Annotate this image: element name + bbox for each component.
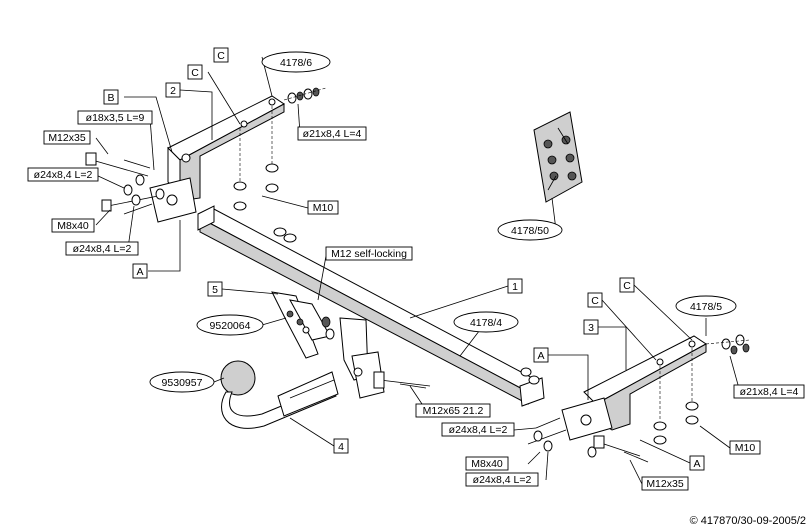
spec-washer-24-right: ø24x8,4 L=2: [465, 472, 539, 487]
socket-bracket-part-5: [271, 291, 331, 359]
right-bracket-part-3: [561, 335, 707, 441]
svg-text:ø24x8,4 L=2: ø24x8,4 L=2: [34, 169, 93, 181]
svg-text:ø24x8,4 L=2: ø24x8,4 L=2: [73, 243, 132, 255]
ref-label-4178-6: 4178/6: [261, 51, 331, 73]
svg-text:C: C: [191, 67, 199, 79]
svg-text:9530957: 9530957: [162, 377, 203, 389]
svg-text:C: C: [591, 295, 599, 307]
bolts-right: [527, 417, 649, 463]
svg-text:C: C: [623, 280, 631, 292]
letter-c-right: C: [587, 292, 603, 308]
bolts-center: [373, 371, 431, 389]
svg-text:3: 3: [588, 322, 594, 334]
spec-washer-24-left-bottom: ø24x8,4 L=2: [65, 241, 139, 256]
svg-text:M12x35: M12x35: [646, 478, 684, 490]
svg-text:4: 4: [338, 441, 344, 453]
left-bracket-part-2: [149, 95, 285, 223]
ref-label-9520064: 9520064: [196, 314, 264, 336]
letter-a-right: A: [689, 455, 705, 471]
svg-text:4178/6: 4178/6: [280, 57, 312, 69]
svg-text:ø21x8,4 L=4: ø21x8,4 L=4: [303, 128, 362, 140]
spec-nut-m10-left: M10: [307, 200, 339, 215]
svg-text:ø24x8,4 L=2: ø24x8,4 L=2: [449, 424, 508, 436]
svg-text:M8x40: M8x40: [471, 458, 503, 470]
svg-text:C: C: [217, 50, 225, 62]
ball-hook-part-4: [220, 360, 339, 429]
bolts-left: [85, 152, 159, 215]
part-number-1: 1: [507, 278, 523, 294]
svg-text:B: B: [107, 92, 114, 104]
svg-text:A: A: [136, 266, 143, 278]
spec-washer-18: ø18x3,5 L=9: [77, 110, 153, 125]
svg-text:M10: M10: [735, 442, 756, 454]
spec-washer-21-left: ø21x8,4 L=4: [297, 126, 367, 141]
part-number-4: 4: [333, 438, 349, 454]
svg-text:9520064: 9520064: [210, 320, 251, 332]
spec-washer-21-right: ø21x8,4 L=4: [733, 384, 805, 399]
part-number-2: 2: [165, 82, 181, 98]
part-number-3: 3: [583, 319, 599, 335]
spec-bolt-m12x35-left: M12x35: [43, 130, 91, 145]
letter-c-right-top: C: [619, 277, 635, 293]
spec-nut-m12-self-locking: M12 self-locking: [325, 246, 413, 261]
detail-inset-plate: [533, 111, 583, 203]
spec-nut-m10-right: M10: [729, 440, 761, 455]
spec-bolt-m8x40-right: M8x40: [465, 456, 509, 471]
washers-and-nuts: [123, 87, 750, 458]
leader-lines: [95, 56, 741, 485]
svg-text:M12 self-locking: M12 self-locking: [331, 248, 407, 260]
svg-text:M10: M10: [313, 202, 334, 214]
svg-text:ø18x3,5 L=9: ø18x3,5 L=9: [86, 112, 145, 124]
spec-washer-24-center: ø24x8,4 L=2: [441, 422, 515, 437]
letter-b-left: B: [103, 89, 119, 105]
assembly-guide-lines: [239, 87, 751, 420]
svg-text:1: 1: [512, 281, 518, 293]
svg-text:A: A: [693, 458, 700, 470]
spec-bolt-m8x40-left: M8x40: [51, 218, 95, 233]
letter-c-left: C: [187, 64, 203, 80]
copyright-text: © 417870/30-09-2005/2: [690, 515, 806, 527]
svg-text:ø21x8,4 L=4: ø21x8,4 L=4: [740, 386, 799, 398]
svg-text:4178/50: 4178/50: [511, 225, 549, 237]
svg-text:ø24x8,4 L=2: ø24x8,4 L=2: [473, 474, 532, 486]
ref-label-4178-4: 4178/4: [453, 311, 519, 333]
ref-label-9530957: 9530957: [149, 371, 215, 393]
svg-text:2: 2: [170, 85, 176, 97]
svg-text:4178/5: 4178/5: [690, 301, 722, 313]
ref-label-4178-5: 4178/5: [675, 295, 737, 317]
svg-text:4178/4: 4178/4: [470, 317, 502, 329]
spec-bolt-m12x65: M12x65 21.2: [415, 403, 491, 418]
svg-text:5: 5: [212, 284, 218, 296]
part-number-5: 5: [207, 281, 223, 297]
letter-a-left: A: [132, 263, 148, 279]
letter-c-left-top: C: [213, 47, 229, 63]
svg-text:A: A: [537, 350, 544, 362]
ref-label-4178-50: 4178/50: [497, 219, 563, 241]
svg-text:M8x40: M8x40: [57, 220, 89, 232]
svg-text:M12x35: M12x35: [48, 132, 86, 144]
spec-bolt-m12x35-right: M12x35: [641, 476, 689, 491]
spec-washer-24-left-top: ø24x8,4 L=2: [27, 167, 99, 182]
crossbar-part-1: [197, 205, 545, 407]
svg-text:M12x65 21.2: M12x65 21.2: [423, 405, 484, 417]
letter-a-right-top: A: [533, 347, 549, 363]
